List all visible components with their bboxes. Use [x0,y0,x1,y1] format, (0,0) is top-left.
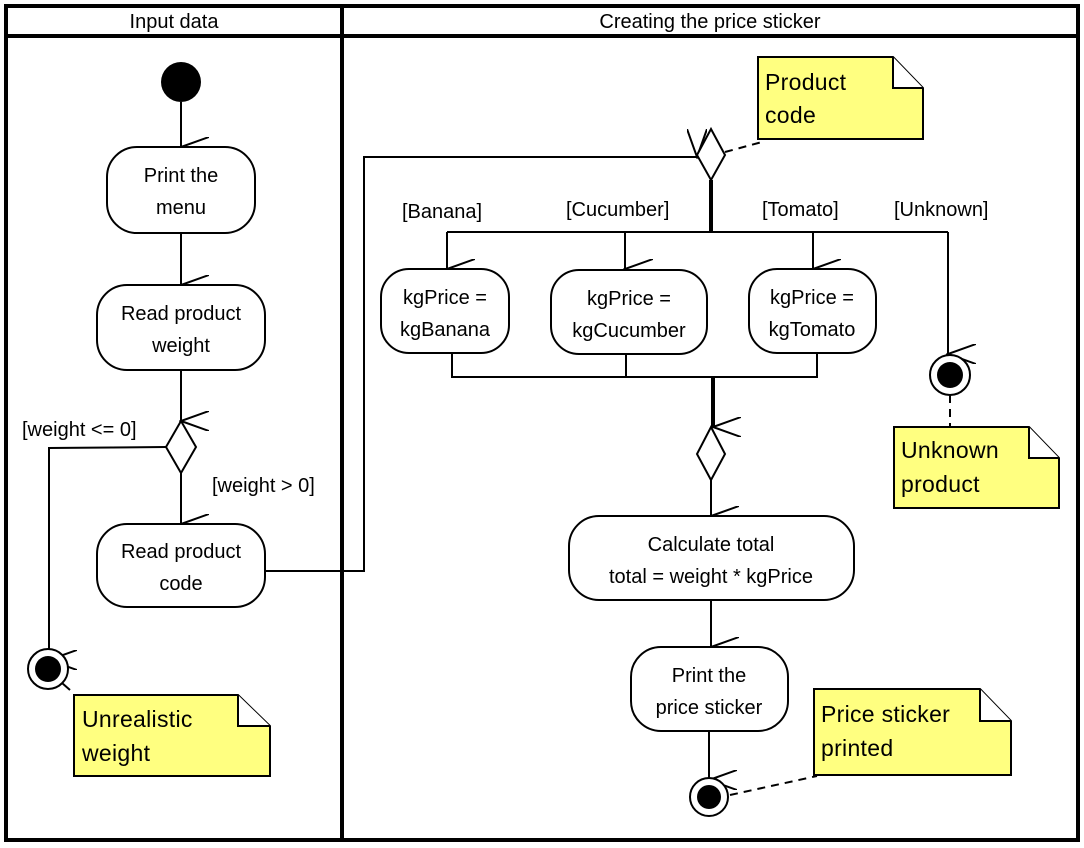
action-label: code [159,573,202,595]
action-read-product-code[interactable]: Read product code [96,523,266,608]
note-anchor-sticker-printed [729,775,818,796]
note-text: code [765,102,816,128]
final-node-sticker-printed [689,777,729,817]
action-label: kgPrice = [403,287,487,309]
guard-weight-gt-0: [weight > 0] [212,475,315,497]
note-text: Price sticker [821,701,950,727]
initial-node [161,62,201,102]
action-kg-tomato[interactable]: kgPrice = kgTomato [748,268,877,354]
note-unrealistic-weight: Unrealistic weight [73,694,271,777]
action-kg-banana[interactable]: kgPrice = kgBanana [380,268,510,354]
action-label: Calculate total [648,534,775,556]
action-label: kgPrice = [770,287,854,309]
lane-header-creating-price-sticker: Creating the price sticker [599,11,821,33]
action-label: kgTomato [769,319,856,341]
action-label: kgCucumber [572,320,686,342]
note-price-sticker-printed: Price sticker printed [813,688,1012,776]
edge-read-code-to-product-decision [265,157,697,572]
guard-weight-le-0: [weight <= 0] [22,419,137,441]
guard-unknown: [Unknown] [894,199,989,221]
note-unknown-product: Unknown product [893,426,1060,509]
merge-node [695,424,727,483]
action-label: kgPrice = [587,288,671,310]
note-text: Product [765,69,847,95]
guard-banana: [Banana] [402,201,482,223]
frame-border [4,4,1080,842]
decision-product-code [695,126,727,183]
guard-tomato: [Tomato] [762,199,839,221]
action-kg-cucumber[interactable]: kgPrice = kgCucumber [550,269,708,355]
action-label: Print the [144,165,218,187]
merge-bar [451,353,818,378]
lane-header-input-data: Input data [130,11,220,33]
note-anchor-unrealistic [61,682,71,691]
swimlane-frame: Input data Creating the price sticker [4,4,1080,842]
action-label: total = weight * kgPrice [609,566,813,588]
guard-cucumber: [Cucumber] [566,199,669,221]
action-label: weight [151,335,210,357]
action-label: Print the [672,665,746,687]
note-product-code: Product code [757,56,924,140]
note-text: product [901,471,980,497]
note-text: weight [81,740,151,766]
action-label: Read product [121,541,242,563]
final-node-unrealistic-weight [27,648,69,690]
final-node-unknown-product [929,354,971,396]
decision-weight [164,418,198,476]
action-read-product-weight[interactable]: Read product weight [96,284,266,371]
edge-decision-to-final-unrealistic [49,446,167,660]
action-print-menu[interactable]: Print the menu [106,146,256,234]
note-text: Unknown [901,437,999,463]
note-anchor-product-code [724,141,763,153]
action-label: kgBanana [400,319,491,341]
action-print-price-sticker[interactable]: Print the price sticker [630,646,789,732]
note-text: printed [821,735,893,761]
note-text: Unrealistic [82,706,193,732]
action-label: price sticker [656,697,763,719]
action-label: Read product [121,303,242,325]
action-calculate-total[interactable]: Calculate total total = weight * kgPrice [568,515,855,601]
action-label: menu [156,197,206,219]
